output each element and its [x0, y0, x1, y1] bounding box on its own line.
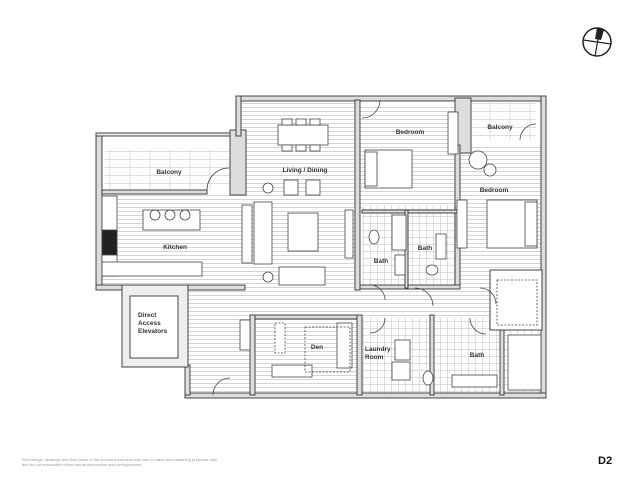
room-label-balcony-left: Balcony: [156, 169, 182, 176]
room-label-elevators-1: Direct: [138, 312, 157, 319]
room-label-laundry-2: Room: [365, 354, 384, 361]
balcony-left-deck: [105, 150, 230, 190]
balcony-right-deck: [472, 102, 536, 140]
disclaimer-text: Renderings, drawings and floor plans of …: [22, 457, 217, 467]
room-label-bath-2: Bath: [418, 245, 432, 252]
room-label-den: Den: [311, 344, 323, 351]
den-furniture: [271, 322, 353, 378]
room-label-elevators-3: Elevators: [138, 328, 168, 335]
room-label-bath-3: Bath: [470, 352, 484, 359]
room-label-balcony-right: Balcony: [487, 124, 513, 131]
door-swings: [206, 99, 537, 396]
bedroom-furniture: [364, 111, 538, 326]
unit-name: D2: [598, 455, 613, 467]
room-label-bedroom-second: Bedroom: [480, 187, 509, 194]
room-label-elevators-2: Access: [138, 320, 161, 327]
room-label-living-dining: Living / Dining: [283, 167, 328, 174]
bath-fixtures: [368, 214, 542, 391]
room-label-kitchen: Kitchen: [163, 244, 187, 251]
kitchen-counters: [101, 195, 203, 277]
elevator-cab: [129, 295, 179, 359]
room-label-bedroom-main: Bedroom: [396, 129, 425, 136]
room-label-laundry-1: Laundry: [365, 346, 391, 353]
living-furniture: [239, 118, 354, 351]
room-label-bath-1: Bath: [374, 258, 388, 265]
north-arrow-icon: [582, 27, 612, 57]
